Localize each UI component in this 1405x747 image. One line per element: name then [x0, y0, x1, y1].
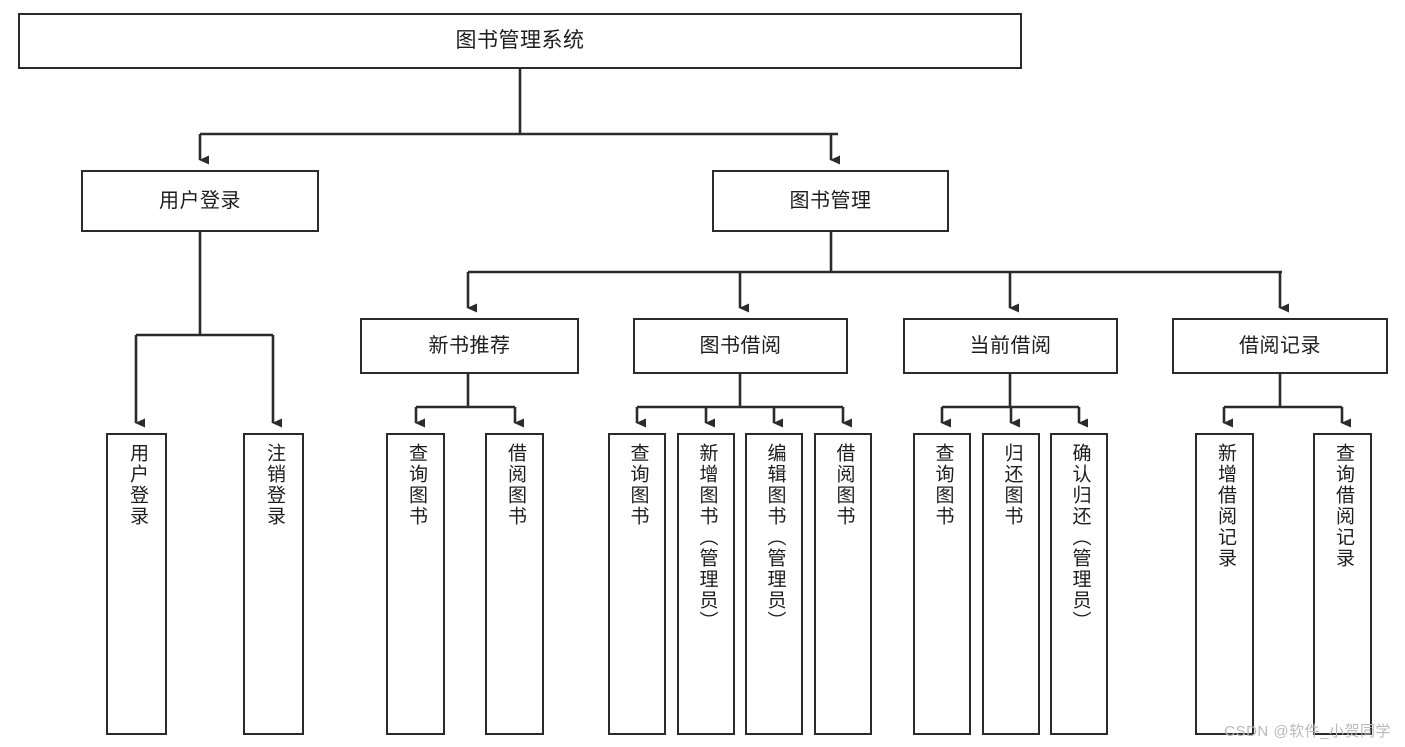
node-leaf-logout-label: 注销登录	[263, 443, 285, 527]
node-root-label: 图书管理系统	[455, 29, 585, 53]
node-leaf-query-record[interactable]: 查询借阅记录	[1313, 433, 1372, 735]
node-new-book-recommend-label: 新书推荐	[428, 335, 511, 357]
node-leaf-user-login[interactable]: 用户登录	[106, 433, 167, 735]
node-leaf-confirm-return-label: 确认归还（管理员）	[1069, 443, 1091, 632]
node-book-manage-label: 图书管理	[789, 190, 872, 212]
node-leaf-borrow-book-2-label: 借阅图书	[833, 443, 855, 527]
node-book-borrow-label: 图书借阅	[699, 335, 782, 357]
node-leaf-query-book-3[interactable]: 查询图书	[913, 433, 971, 735]
node-leaf-user-login-label: 用户登录	[126, 443, 148, 527]
node-leaf-confirm-return[interactable]: 确认归还（管理员）	[1050, 433, 1108, 735]
node-leaf-query-record-label: 查询借阅记录	[1332, 443, 1354, 569]
node-leaf-return-book[interactable]: 归还图书	[982, 433, 1040, 735]
node-leaf-return-book-label: 归还图书	[1001, 443, 1023, 527]
node-borrow-record[interactable]: 借阅记录	[1172, 318, 1388, 374]
node-leaf-add-record[interactable]: 新增借阅记录	[1195, 433, 1254, 735]
node-leaf-query-book-2-label: 查询图书	[627, 443, 649, 527]
node-new-book-recommend[interactable]: 新书推荐	[360, 318, 579, 374]
node-leaf-logout[interactable]: 注销登录	[243, 433, 304, 735]
node-leaf-add-book[interactable]: 新增图书（管理员）	[677, 433, 735, 735]
node-current-borrow-label: 当前借阅	[969, 335, 1052, 357]
node-user-login-label: 用户登录	[159, 190, 241, 212]
node-leaf-query-book-2[interactable]: 查询图书	[608, 433, 666, 735]
node-leaf-query-book-1[interactable]: 查询图书	[386, 433, 445, 735]
node-leaf-add-record-label: 新增借阅记录	[1214, 443, 1236, 569]
node-root-system[interactable]: 图书管理系统	[18, 13, 1022, 69]
node-book-borrow[interactable]: 图书借阅	[633, 318, 848, 374]
node-leaf-add-book-label: 新增图书（管理员）	[696, 443, 718, 632]
node-user-login[interactable]: 用户登录	[81, 170, 319, 232]
node-leaf-borrow-book-1-label: 借阅图书	[504, 443, 526, 527]
node-borrow-record-label: 借阅记录	[1239, 335, 1321, 357]
node-leaf-query-book-1-label: 查询图书	[405, 443, 427, 527]
node-leaf-query-book-3-label: 查询图书	[932, 443, 954, 527]
node-leaf-borrow-book-2[interactable]: 借阅图书	[814, 433, 872, 735]
watermark-text: CSDN @软件_小贺同学	[1224, 723, 1391, 740]
node-leaf-edit-book[interactable]: 编辑图书（管理员）	[745, 433, 803, 735]
node-leaf-borrow-book-1[interactable]: 借阅图书	[485, 433, 544, 735]
node-current-borrow[interactable]: 当前借阅	[903, 318, 1118, 374]
node-book-manage[interactable]: 图书管理	[712, 170, 949, 232]
node-leaf-edit-book-label: 编辑图书（管理员）	[764, 443, 786, 632]
